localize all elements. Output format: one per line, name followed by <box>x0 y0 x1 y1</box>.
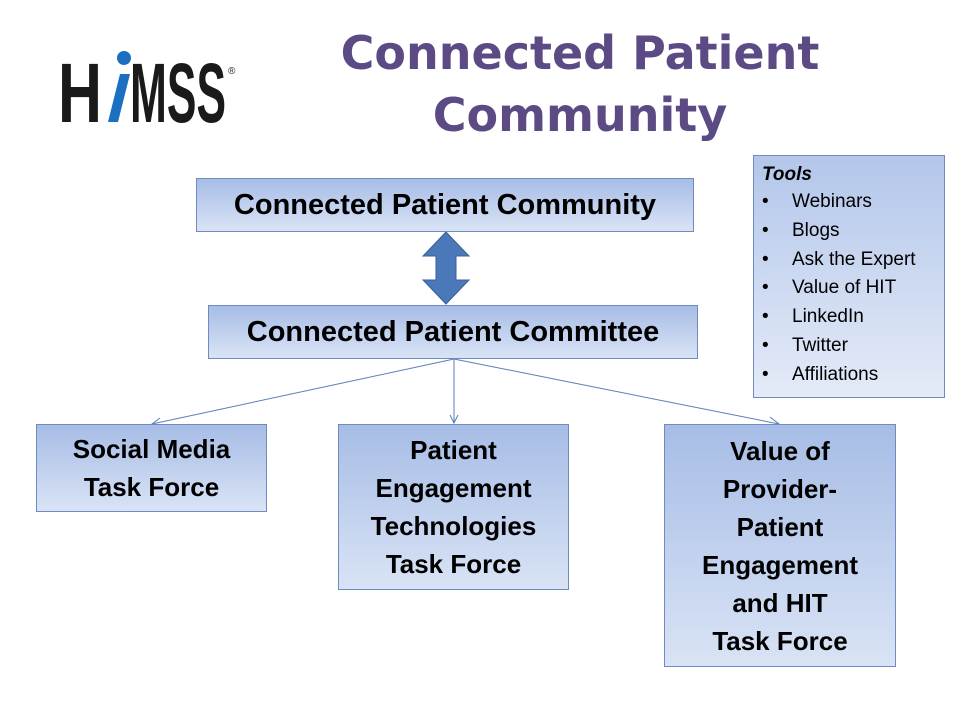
page-title-line2: Community <box>432 88 728 142</box>
task-force-patient-engagement: Patient Engagement Technologies Task For… <box>338 424 569 590</box>
tools-list-item: • Affiliations <box>762 361 936 390</box>
tools-item-label: Ask the Expert <box>792 248 916 270</box>
tools-item-label: Value of HIT <box>792 277 897 299</box>
task-force-line: Task Force <box>385 549 522 579</box>
task-force-line: Task Force <box>83 472 220 502</box>
connector-to-value-hit <box>453 358 780 425</box>
task-force-line: Technologies <box>370 511 537 541</box>
bullet-icon: • <box>762 277 769 299</box>
tools-list-item: • Twitter <box>762 332 936 361</box>
task-force-line: Patient <box>410 435 497 465</box>
community-box-label: Connected Patient Community <box>233 188 657 221</box>
task-force-value-hit: Value of Provider- Patient Engagement an… <box>664 424 896 667</box>
bullet-icon: • <box>762 306 769 328</box>
task-force-line: Engagement <box>701 549 859 580</box>
tools-list-item: • LinkedIn <box>762 303 936 332</box>
task-force-line: and HIT <box>732 587 828 618</box>
logo-i-dot <box>117 51 131 65</box>
double-headed-arrow-icon <box>421 231 471 305</box>
tools-list-item: • Value of HIT <box>762 274 936 303</box>
tools-item-label: LinkedIn <box>792 306 864 328</box>
bullet-icon: • <box>762 248 769 270</box>
logo-i-stroke <box>108 74 130 122</box>
tools-item-label: Twitter <box>792 334 848 356</box>
himss-logo: H MSS ® <box>58 46 236 128</box>
committee-box: Connected Patient Committee <box>208 305 698 359</box>
arrowhead-patient-engagement <box>449 414 459 425</box>
task-force-line: Provider- <box>722 473 838 504</box>
bullet-icon: • <box>762 363 769 385</box>
connector-to-social-media <box>151 358 455 425</box>
task-force-line: Social Media <box>72 434 231 464</box>
page-title-line1: Connected Patient <box>340 26 820 80</box>
logo-letter-h: H <box>58 46 102 128</box>
task-force-line: Engagement <box>375 473 532 503</box>
tools-list-item: • Blogs <box>762 217 936 246</box>
tools-item-label: Affiliations <box>792 363 879 385</box>
logo-registered-mark: ® <box>228 66 236 77</box>
tools-item-label: Webinars <box>792 191 872 212</box>
bullet-icon: • <box>762 334 769 356</box>
bullet-icon: • <box>762 219 769 241</box>
task-force-line: Patient <box>736 511 824 542</box>
tools-list: • Webinars • Blogs • Ask the Expert • Value … <box>762 188 936 390</box>
tools-item-label: Blogs <box>792 219 840 241</box>
task-force-line: Value of <box>730 435 830 466</box>
community-box: Connected Patient Community <box>196 178 694 232</box>
tools-list-item: • Ask the Expert <box>762 246 936 275</box>
bullet-icon: • <box>762 191 769 212</box>
tools-box: Tools • Webinars • Blogs • Ask the Expert •… <box>753 155 945 398</box>
committee-box-label: Connected Patient Committee <box>246 315 660 348</box>
tools-title: Tools <box>762 164 812 185</box>
tools-list-item: • Webinars <box>762 188 936 217</box>
task-force-social-media: Social Media Task Force <box>36 424 267 512</box>
page-title: Connected Patient Community <box>300 22 860 146</box>
logo-letters-mss: MSS <box>130 46 226 128</box>
task-force-line: Task Force <box>712 625 848 656</box>
